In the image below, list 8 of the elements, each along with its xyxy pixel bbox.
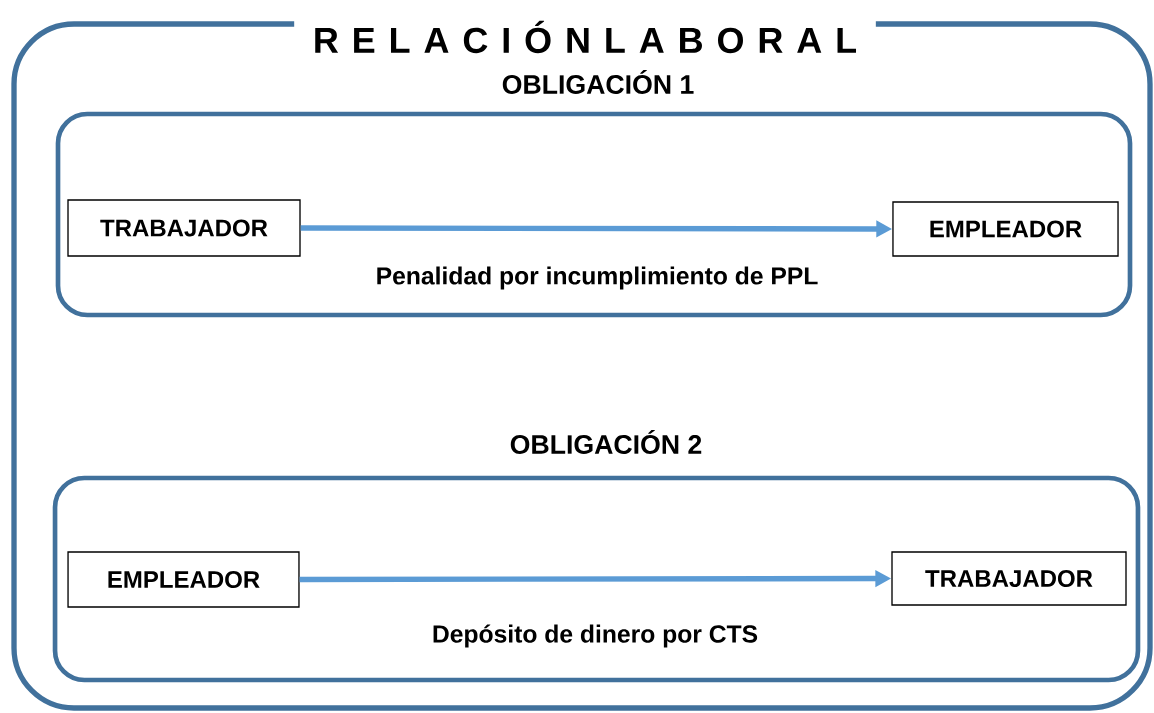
- party-box: TRABAJADOR: [891, 551, 1127, 606]
- node-label: OBLIGACIÓN 1: [502, 70, 694, 94]
- party-box: EMPLEADOR: [67, 551, 300, 608]
- party-box: TRABAJADOR: [67, 199, 301, 257]
- edge-label: Depósito de dinero por CTS: [429, 621, 761, 651]
- node-label: OBLIGACIÓN 2: [510, 430, 702, 454]
- edge-label: Penalidad por incumplimiento de PPL: [373, 263, 821, 293]
- party-box: EMPLEADOR: [892, 201, 1119, 257]
